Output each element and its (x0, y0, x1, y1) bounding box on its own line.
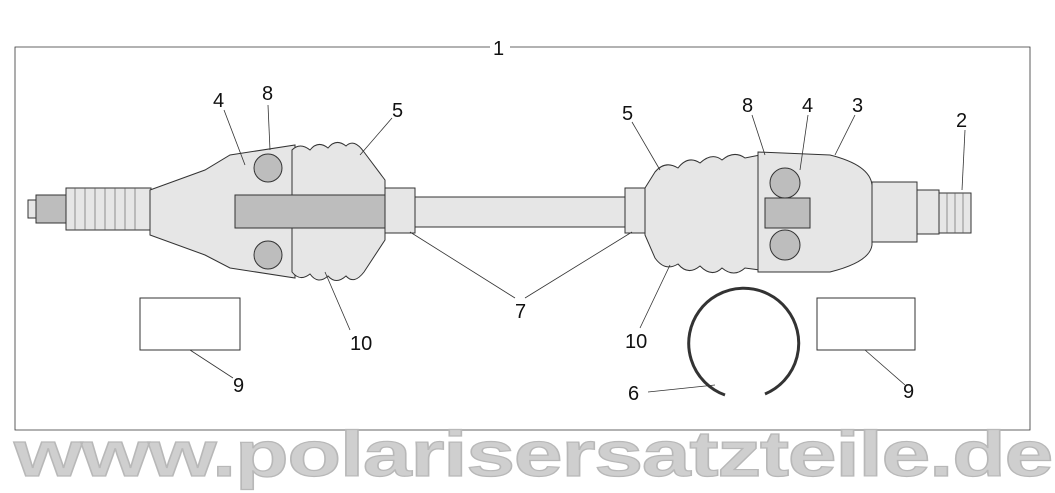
callout-4-right: 4 (802, 95, 813, 117)
right-boot (644, 154, 761, 274)
callout-7: 7 (515, 301, 526, 323)
callout-8-left: 8 (262, 83, 273, 105)
left-ball-top (253, 153, 283, 183)
right-inner-shaft (764, 197, 811, 229)
watermark: www.polarisersatzteile.de (13, 418, 1052, 490)
callout-10-right: 10 (625, 331, 647, 353)
callout-2: 2 (956, 110, 967, 132)
right-clamp (624, 187, 646, 234)
callout-9-left: 9 (233, 375, 244, 397)
right-ball-top (769, 167, 801, 199)
left-ball-bottom (253, 240, 283, 270)
callout-10-left: 10 (350, 333, 372, 355)
callout-5-left: 5 (392, 100, 403, 122)
left-stub-shaft (27, 187, 152, 231)
main-shaft (414, 196, 631, 228)
left-inner-shaft (234, 194, 386, 229)
label-box-right (816, 297, 916, 351)
callout-6: 6 (628, 383, 639, 405)
callout-1: 1 (493, 38, 504, 60)
assembly-frame (14, 46, 1031, 431)
callout-8-right: 8 (742, 95, 753, 117)
snap-ring (687, 286, 801, 397)
left-clamp (384, 187, 416, 234)
label-box-left (139, 297, 241, 351)
leader-lines (189, 104, 966, 393)
callout-4-left: 4 (213, 90, 224, 112)
right-stub-shaft (871, 181, 972, 243)
callout-5-right: 5 (622, 103, 633, 125)
right-ball-bottom (769, 229, 801, 261)
callout-9-right: 9 (903, 381, 914, 403)
callout-3: 3 (852, 95, 863, 117)
